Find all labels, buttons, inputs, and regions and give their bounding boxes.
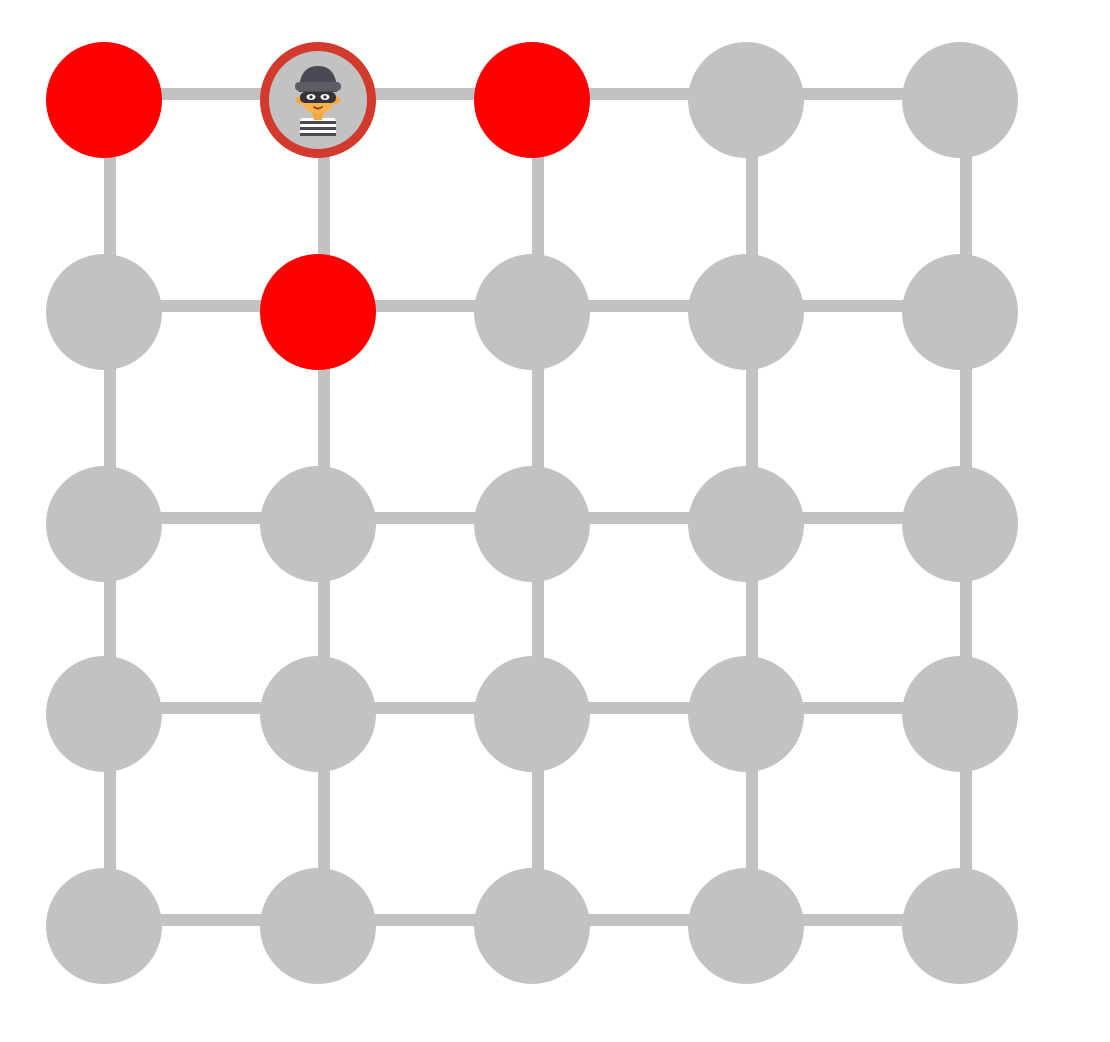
thief-shirt-stripe <box>300 127 336 130</box>
node-blocked-0-0 <box>46 42 162 158</box>
node-3-3[interactable] <box>688 656 804 772</box>
node-0-4[interactable] <box>902 42 1018 158</box>
node-3-1[interactable] <box>260 656 376 772</box>
node-2-3[interactable] <box>688 466 804 582</box>
node-2-4[interactable] <box>902 466 1018 582</box>
node-4-2[interactable] <box>474 868 590 984</box>
node-blocked-0-2 <box>474 42 590 158</box>
node-1-0[interactable] <box>46 254 162 370</box>
thief-mask <box>300 92 336 103</box>
thief-pupil-left <box>309 95 313 99</box>
thief-icon <box>295 66 341 136</box>
node-2-1[interactable] <box>260 466 376 582</box>
grid-nodes <box>46 42 1018 984</box>
node-2-2[interactable] <box>474 466 590 582</box>
node-1-3[interactable] <box>688 254 804 370</box>
node-4-0[interactable] <box>46 868 162 984</box>
node-3-0[interactable] <box>46 656 162 772</box>
node-2-0[interactable] <box>46 466 162 582</box>
thief-shirt-stripe <box>300 121 336 124</box>
thief-mouth <box>313 106 323 110</box>
thief-shirt-stripe <box>300 133 336 136</box>
node-blocked-1-1 <box>260 254 376 370</box>
node-1-2[interactable] <box>474 254 590 370</box>
thief-layer <box>295 66 341 136</box>
node-4-1[interactable] <box>260 868 376 984</box>
node-4-3[interactable] <box>688 868 804 984</box>
thief-pupil-right <box>323 95 327 99</box>
node-4-4[interactable] <box>902 868 1018 984</box>
node-3-2[interactable] <box>474 656 590 772</box>
node-3-4[interactable] <box>902 656 1018 772</box>
node-0-3[interactable] <box>688 42 804 158</box>
thief-beanie-band <box>295 82 341 91</box>
node-1-4[interactable] <box>902 254 1018 370</box>
